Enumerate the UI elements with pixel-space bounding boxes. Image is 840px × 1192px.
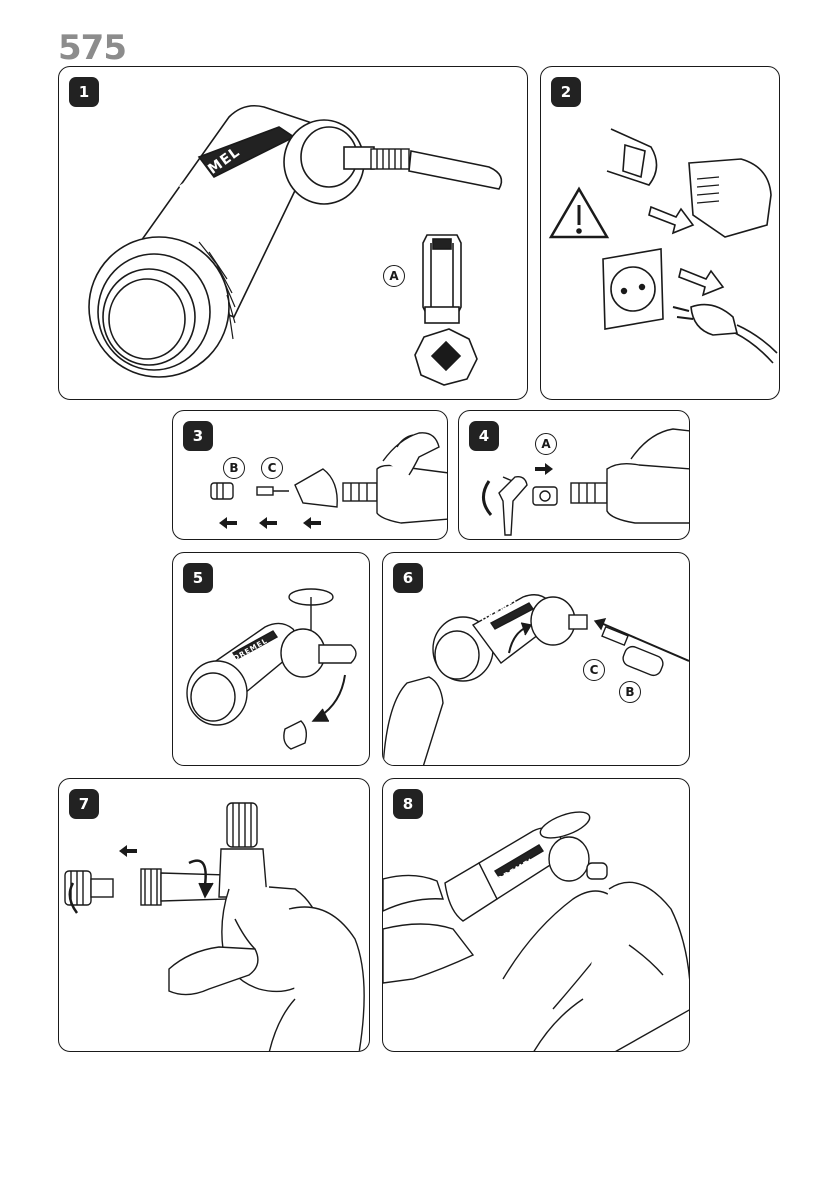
panel-step-2: 2 (540, 66, 780, 400)
illustration-final-assembly: DREMEL (383, 779, 690, 1052)
step-number-badge: 3 (183, 421, 213, 451)
part-label-c: C (261, 457, 283, 479)
panel-step-5: DREMEL 5 (172, 552, 370, 766)
illustration-tighten-nut (59, 779, 370, 1052)
part-label-a: A (535, 433, 557, 455)
illustration-remove-collet (173, 411, 448, 540)
part-label-b: B (223, 457, 245, 479)
panel-step-3: 3 B C (172, 410, 448, 540)
illustration-angle-attachment: DREMEL (59, 67, 528, 400)
panel-step-6: DREMEL 6 C B (382, 552, 690, 766)
panel-step-7: 7 (58, 778, 370, 1052)
step-number-badge: 1 (69, 77, 99, 107)
part-label-c: C (583, 659, 605, 681)
model-number: 575 (58, 28, 126, 68)
panel-step-8: DREMEL 8 (382, 778, 690, 1052)
part-label-a: A (383, 265, 405, 287)
step-number-badge: 7 (69, 789, 99, 819)
step-number-badge: 6 (393, 563, 423, 593)
part-label-b: B (619, 681, 641, 703)
step-number-badge: 5 (183, 563, 213, 593)
panel-step-4: 4 A (458, 410, 690, 540)
step-number-badge: 2 (551, 77, 581, 107)
illustration-mount-attachment: DREMEL (383, 553, 690, 766)
panel-step-1: DREMEL 1 A (58, 66, 528, 400)
illustration-unplug-safety (541, 67, 780, 400)
step-number-badge: 4 (469, 421, 499, 451)
step-number-badge: 8 (393, 789, 423, 819)
